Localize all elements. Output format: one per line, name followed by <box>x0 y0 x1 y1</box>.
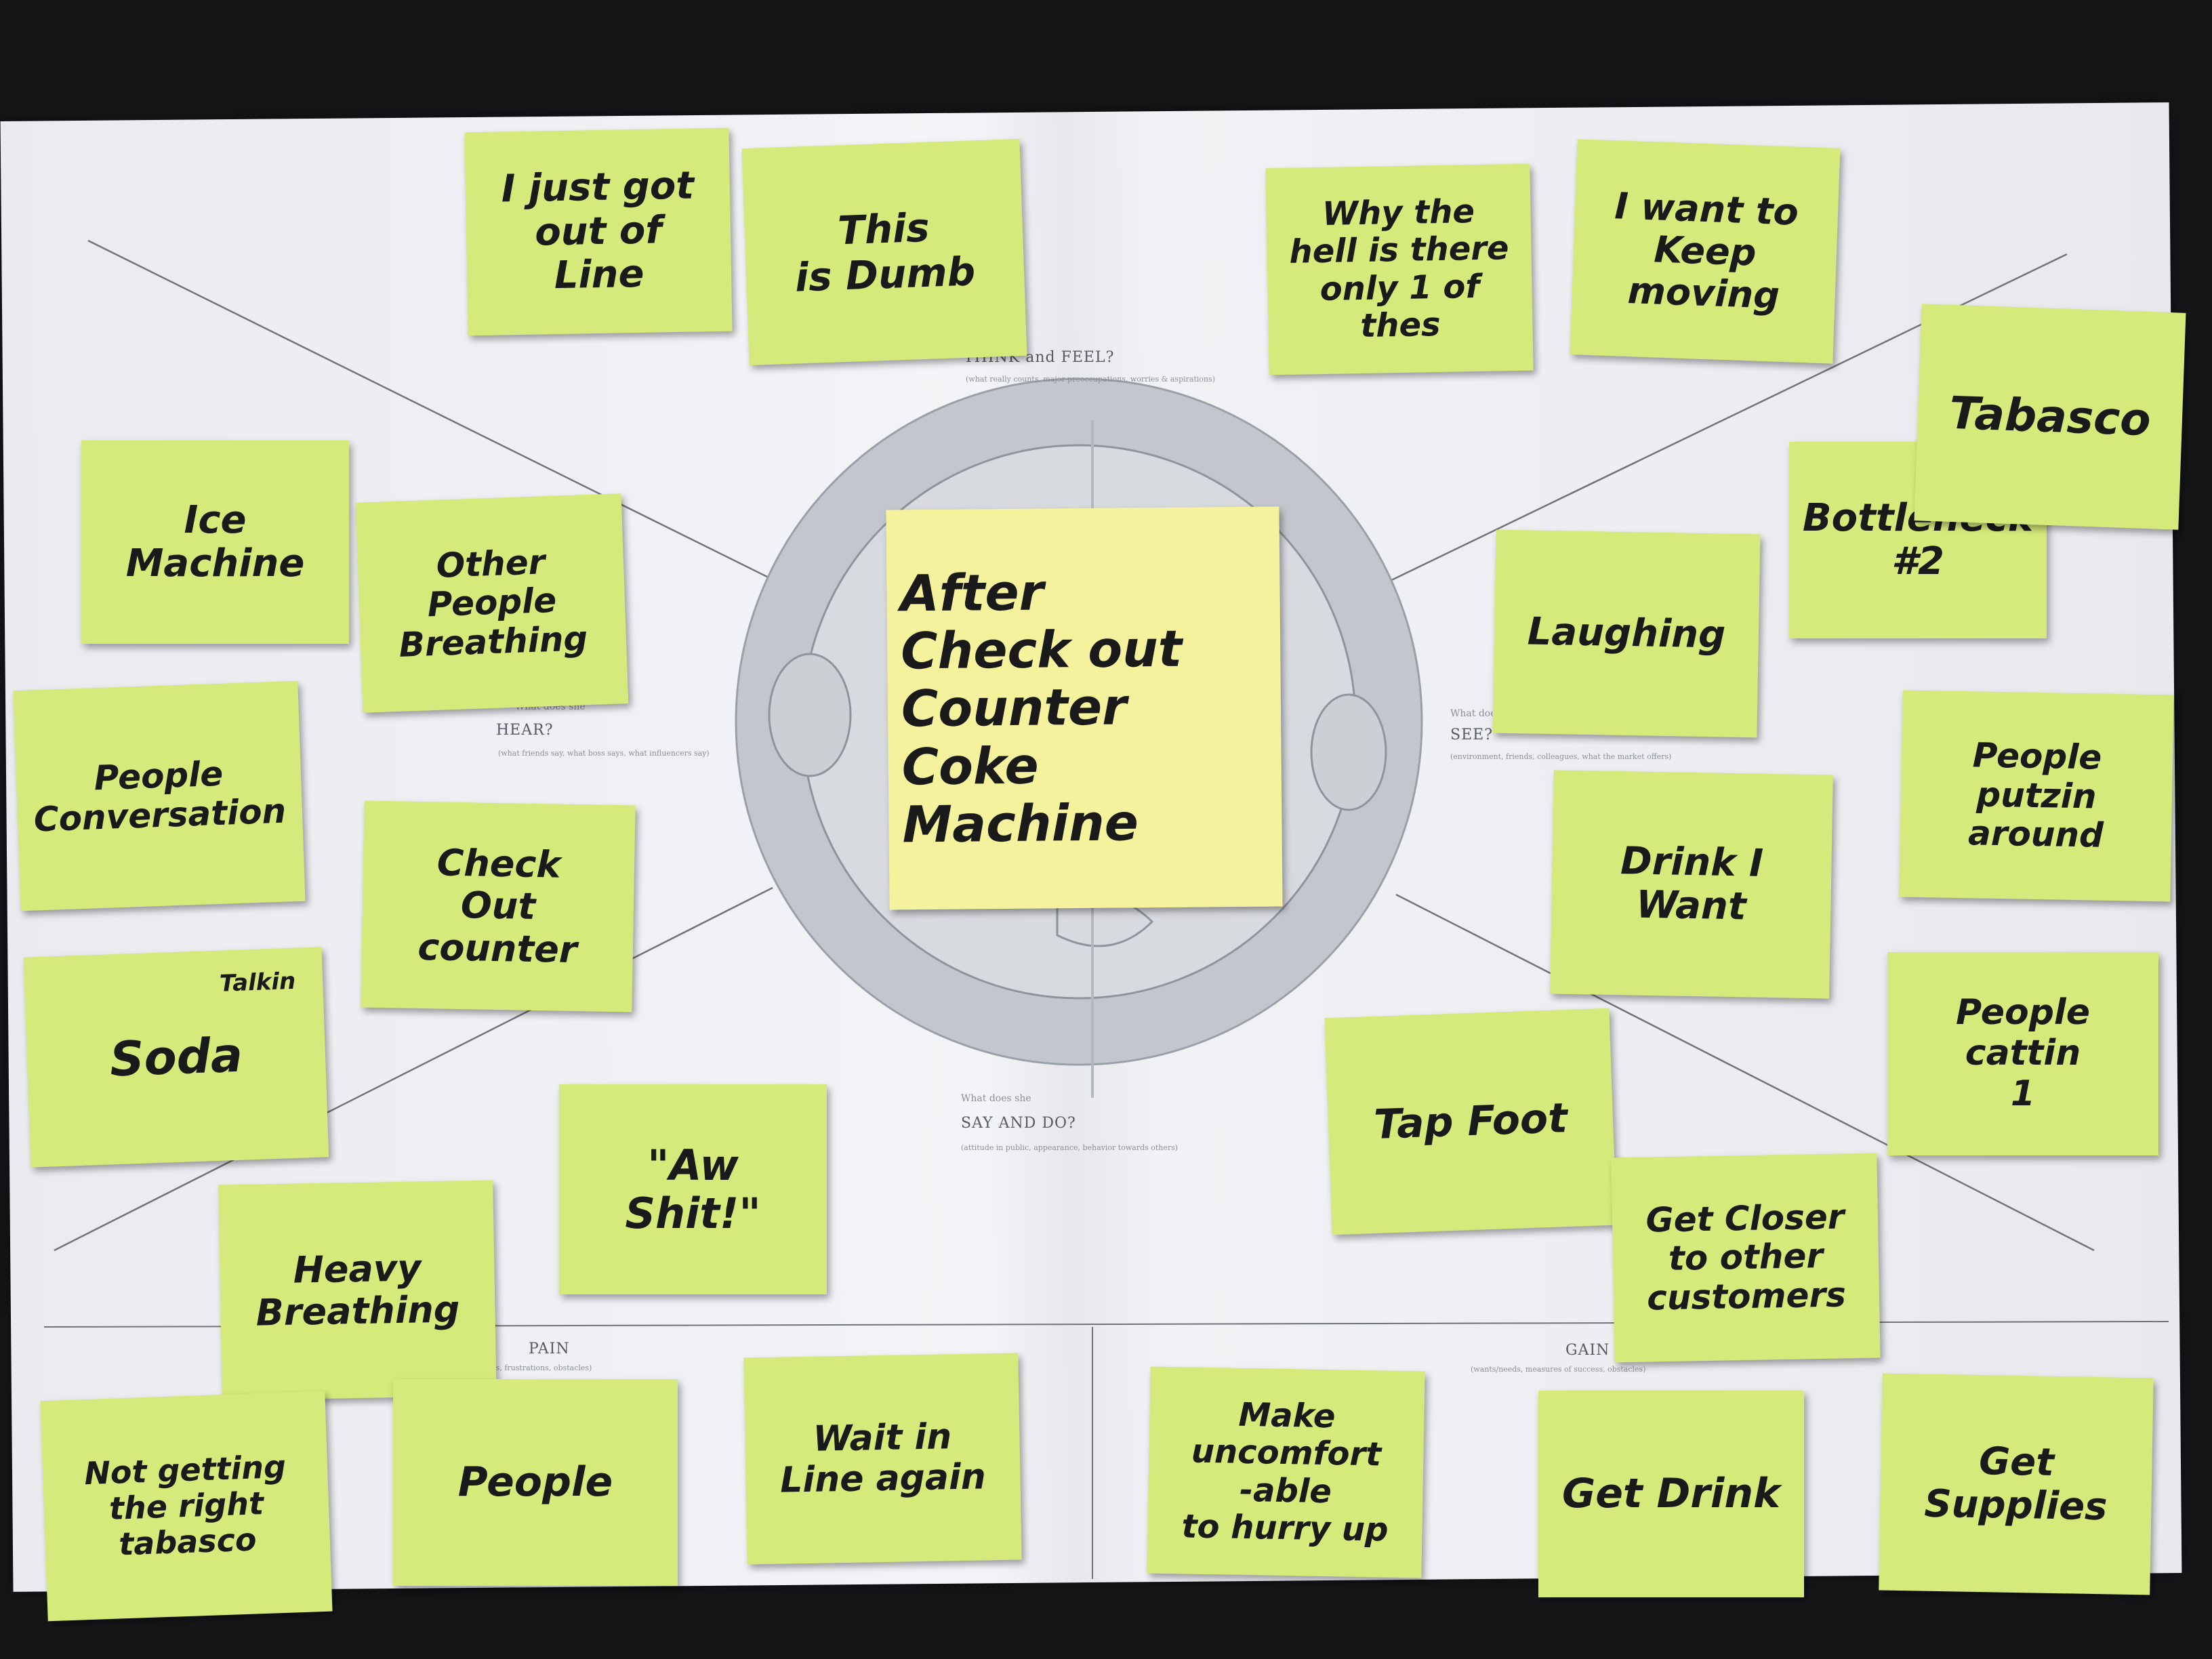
sticky-note-other-people-breathing[interactable]: Other People Breathing <box>355 493 629 713</box>
subtitle-hear: (what friends say, what boss says, what … <box>498 749 710 758</box>
sticky-note-tabasco[interactable]: Tabasco <box>1914 304 2186 530</box>
sticky-note-aw-shit[interactable]: "Aw Shit!" <box>559 1084 827 1294</box>
sticky-note-tap-foot[interactable]: Tap Foot <box>1324 1008 1617 1235</box>
sticky-note-wait-in-line-again[interactable]: Wait in Line again <box>743 1353 1022 1565</box>
subtitle-pain: (fears, frustrations, obstacles) <box>478 1364 592 1372</box>
sticky-note-make-uncomfortable[interactable]: Make uncomfort -able to hurry up <box>1147 1366 1425 1578</box>
sticky-note-ice-machine[interactable]: Ice Machine <box>81 441 349 644</box>
heading-gain: GAIN <box>1565 1342 1610 1359</box>
diagonal-line-bottom-right <box>1395 893 2095 1252</box>
subtitle-think-feel: (what really counts, major preoccupation… <box>966 375 1216 384</box>
sticky-note-check-out-counter[interactable]: Check Out counter <box>361 800 636 1012</box>
sticky-note-soda-small-text: Talkin <box>219 967 296 998</box>
sticky-note-people-conversation[interactable]: People Conversation <box>13 680 306 912</box>
sticky-note-soda[interactable]: Soda Talkin <box>23 947 329 1168</box>
sticky-note-people-cattin[interactable]: People cattin 1 <box>1887 952 2158 1155</box>
subtitle-say-do: (attitude in public, appearance, behavio… <box>961 1143 1179 1152</box>
heading-pain: PAIN <box>529 1340 570 1357</box>
sticky-note-just-got-out-of-line[interactable]: I just got out of Line <box>464 127 733 336</box>
sticky-note-people[interactable]: People <box>393 1379 678 1586</box>
sticky-note-not-getting-tabasco[interactable]: Not getting the right tabasco <box>40 1391 333 1622</box>
pre-say-do: What does she <box>961 1093 1031 1104</box>
sticky-note-get-closer[interactable]: Get Closer to other customers <box>1611 1153 1881 1363</box>
subtitle-see: (environment, friends, colleagues, what … <box>1450 752 1672 761</box>
sticky-note-drink-i-want[interactable]: Drink I Want <box>1550 770 1833 999</box>
sticky-note-this-is-dumb[interactable]: This is Dumb <box>741 138 1027 366</box>
sticky-note-why-only-one[interactable]: Why the hell is there only 1 of thes <box>1265 163 1534 375</box>
sticky-note-center-after-checkout[interactable]: After Check out Counter Coke Machine <box>886 506 1283 910</box>
sticky-note-laughing[interactable]: Laughing <box>1492 529 1761 738</box>
left-ear <box>768 653 852 777</box>
diagonal-line-bottom-left <box>54 886 773 1252</box>
subtitle-gain: (wants/needs, measures of success, obsta… <box>1471 1365 1646 1374</box>
sticky-note-get-supplies[interactable]: Get Supplies <box>1879 1373 2154 1595</box>
sticky-note-keep-moving[interactable]: I want to Keep moving <box>1570 139 1841 364</box>
sticky-note-heavy-breathing[interactable]: Heavy Breathing <box>218 1180 497 1401</box>
sticky-note-soda-text: Soda <box>108 1027 244 1088</box>
diagonal-line-top-left <box>87 239 780 584</box>
heading-say-do: SAY AND DO? <box>961 1115 1076 1132</box>
sticky-note-get-drink[interactable]: Get Drink <box>1538 1391 1804 1597</box>
right-ear <box>1310 693 1387 811</box>
heading-see: SEE? <box>1450 726 1493 743</box>
sticky-note-people-putzin-around[interactable]: People putzin around <box>1899 690 2174 902</box>
heading-hear: HEAR? <box>496 722 554 739</box>
